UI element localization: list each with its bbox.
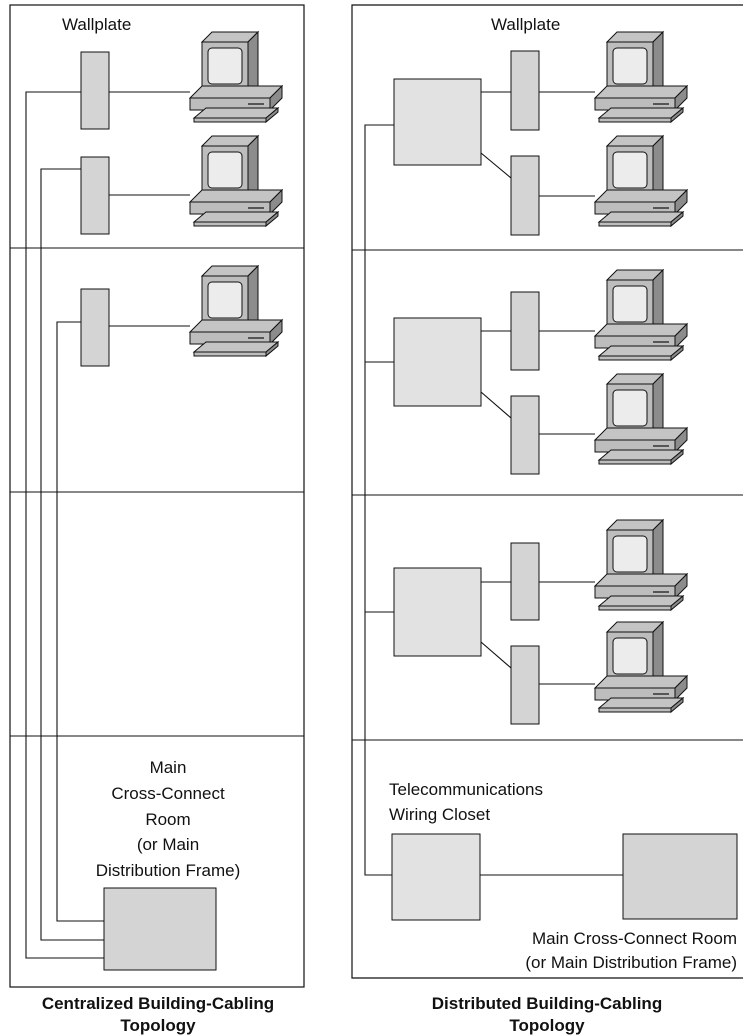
left-wallplate-3: [80, 288, 110, 367]
left-computer-icon-3: [189, 265, 285, 357]
right-caption: Distributed Building-Cabling Topology: [432, 994, 662, 1035]
left-wallplate-2: [80, 156, 110, 235]
closet-label-line: Wiring Closet: [389, 805, 490, 824]
right-mcc-label-line: (or Main Distribution Frame): [525, 953, 737, 972]
floor3-wiring-closet: [393, 567, 482, 657]
right-main-cross-connect-box: [622, 833, 738, 920]
left-caption: Centralized Building-Cabling Topology: [42, 994, 274, 1035]
left-caption-line: Centralized Building-Cabling: [42, 994, 274, 1013]
ground-wiring-closet: [391, 833, 481, 921]
floor3-wallplate-lower: [510, 645, 540, 725]
floor2-link-lower: [480, 391, 512, 419]
left-mcc-label-line: Distribution Frame): [96, 861, 241, 880]
left-mcc-label-line: Main: [150, 758, 187, 777]
left-mcc-label-line: Room: [145, 810, 190, 829]
floor3-link-lower: [480, 641, 512, 669]
centralized-panel: Wallplate Main Cross-Connect Room (or Ma…: [9, 4, 305, 1035]
floor2-wallplate-upper: [510, 291, 540, 371]
floor1-wallplate-lower: [510, 155, 540, 236]
distributed-panel: Wallplate: [351, 4, 743, 1035]
right-caption-line: Distributed Building-Cabling: [432, 994, 662, 1013]
right-computer-icon-6: [594, 621, 690, 713]
floor1-wiring-closet: [393, 78, 482, 166]
left-caption-line: Topology: [120, 1016, 196, 1035]
right-computer-icon-4: [594, 373, 690, 465]
right-mcc-label-line: Main Cross-Connect Room: [532, 929, 737, 948]
right-computer-icon-3: [594, 269, 690, 361]
right-wallplate-label: Wallplate: [491, 15, 560, 34]
right-backbone-cable: [364, 124, 394, 876]
right-computer-icon-2: [594, 135, 690, 227]
right-caption-line: Topology: [509, 1016, 585, 1035]
left-mcc-label-line: (or Main: [137, 835, 199, 854]
floor2-wallplate-lower: [510, 395, 540, 475]
right-mcc-label: Main Cross-Connect Room (or Main Distrib…: [525, 929, 737, 972]
closet-label-line: Telecommunications: [389, 780, 543, 799]
right-computer-icon-1: [594, 31, 690, 123]
floor1-wallplate-upper: [510, 50, 540, 131]
floor2-wiring-closet: [393, 317, 482, 407]
riser-line: [364, 124, 394, 876]
right-computer-icon-5: [594, 519, 690, 611]
left-main-cross-connect-box: [103, 887, 217, 971]
floor3-wallplate-upper: [510, 542, 540, 621]
cable-2: [40, 168, 104, 941]
right-building-outline: [351, 4, 743, 979]
cable-1: [25, 91, 104, 959]
left-computer-icon-1: [189, 31, 285, 123]
left-building-outline: [9, 4, 305, 988]
cable-3: [56, 321, 104, 922]
left-mcc-label: Main Cross-Connect Room (or Main Distrib…: [96, 758, 241, 880]
left-computer-icon-2: [189, 135, 285, 227]
floor1-link-lower: [480, 152, 512, 179]
left-wallplate-1: [80, 51, 110, 130]
left-mcc-label-line: Cross-Connect: [111, 784, 225, 803]
left-home-run-cables: [25, 91, 104, 959]
left-wallplate-label: Wallplate: [62, 15, 131, 34]
